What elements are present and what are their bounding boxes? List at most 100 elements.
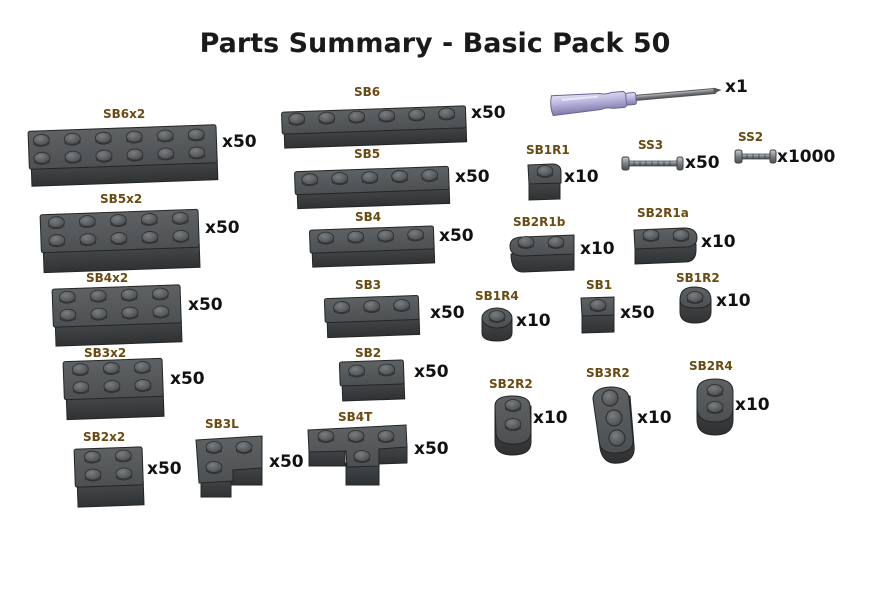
part-sb5: SB5 x50 (294, 147, 490, 210)
sb1r2-quantity: x10 (716, 291, 751, 311)
sb4-code: SB4 (355, 210, 381, 224)
sb5x2-stud-8 (110, 232, 128, 245)
part-sb1: SB1 x50 (580, 278, 655, 334)
sb6x2-stud-7 (33, 151, 51, 165)
sb3l-studs-lower (205, 461, 223, 474)
sb3-stud-3 (393, 299, 411, 312)
sb6x2-code: SB6x2 (103, 107, 145, 121)
ss3-code: SS3 (638, 138, 663, 152)
sb5x2-stud-6 (48, 234, 66, 248)
part-sb6: SB6 x50 (281, 85, 506, 149)
part-ss2: SS2 x1000 (734, 130, 835, 167)
sb5-quantity: x50 (455, 167, 490, 187)
sb3l-stud-1 (205, 441, 223, 454)
sb5-stud-4 (391, 170, 409, 183)
sb1-brick (580, 296, 615, 334)
sb3x2-quantity: x50 (170, 369, 205, 389)
sb2r1b-brick (509, 234, 575, 273)
sb1r1-studs (536, 165, 554, 178)
sb2r1a-studs (642, 229, 690, 242)
sb2r4-studs (706, 384, 724, 414)
part-sb1r2: SB1R2 x10 (676, 271, 751, 324)
sb6x2-stud-11 (157, 147, 175, 161)
sb6-studs (288, 107, 456, 126)
sb1r1-quantity: x10 (564, 167, 599, 187)
sb6-code: SB6 (354, 85, 380, 99)
sb2x2-stud-3 (84, 468, 102, 482)
part-sb2r1b: SB2R1b x10 (509, 215, 615, 273)
part-sb4: SB4 x50 (309, 210, 474, 268)
sb6-stud-1 (288, 112, 306, 126)
sb1r2-code: SB1R2 (676, 271, 720, 285)
sb5-code: SB5 (354, 147, 380, 161)
sb2r1a-stud-1 (642, 229, 660, 242)
sb3r2-code: SB3R2 (586, 366, 630, 380)
sb6-brick (281, 105, 468, 149)
sb2r2-brick (494, 395, 532, 456)
sb3l-quantity: x50 (269, 452, 304, 472)
sb4t-studs-lower (353, 450, 371, 463)
sb1r1-brick (527, 163, 562, 201)
sb3r2-stud-1 (601, 389, 619, 407)
sb1-code: SB1 (586, 278, 612, 292)
sb2-code: SB2 (355, 346, 381, 360)
sb1r2-stud-1 (686, 291, 704, 304)
sb4x2-stud-4 (151, 287, 169, 301)
sb5-brick (294, 165, 451, 210)
sb1r4-quantity: x10 (516, 311, 551, 331)
sb5x2-stud-10 (172, 229, 190, 243)
sb5-studs (301, 169, 439, 187)
sb4x2-stud-8 (152, 305, 170, 319)
sb1r4-code: SB1R4 (475, 289, 519, 303)
sb4x2-stud-3 (120, 288, 138, 302)
sb3x2-code: SB3x2 (84, 346, 126, 360)
sb3x2-studs (71, 361, 152, 395)
sb2-studs (348, 363, 396, 378)
sb5x2-stud-3 (109, 214, 127, 227)
sb5x2-stud-4 (140, 213, 158, 226)
sb4t-brick (307, 424, 408, 486)
sb3l-studs (205, 441, 253, 454)
part-sb5x2: SB5x2 x50 (39, 192, 240, 274)
sb6x2-stud-2 (63, 132, 81, 146)
sb4-stud-2 (347, 230, 365, 244)
sb4t-stud-2 (347, 430, 365, 443)
sb5x2-stud-5 (171, 211, 189, 225)
part-sb3: SB3 x50 (323, 278, 465, 339)
sb2r2-studs (504, 399, 522, 431)
sb1r4-stud-1 (488, 310, 506, 323)
sb4t-stud-l1 (353, 450, 371, 463)
sb3x2-stud-3 (133, 361, 151, 374)
sb3-quantity: x50 (430, 303, 465, 323)
sb6-stud-5 (408, 108, 426, 122)
sb5x2-stud-1 (47, 216, 65, 230)
sb4t-studs (317, 430, 395, 443)
sb2x2-stud-1 (83, 450, 101, 464)
sb5x2-code: SB5x2 (100, 192, 142, 206)
sb3r2-quantity: x10 (637, 408, 672, 428)
sb4-brick (309, 225, 436, 268)
part-sb1r1: SB1R1 x10 (526, 143, 599, 201)
sb6x2-stud-10 (126, 148, 144, 162)
sb6-stud-4 (378, 109, 396, 123)
sb6x2-stud-12 (188, 146, 206, 160)
part-sb2: SB2 x50 (338, 346, 449, 402)
sb4t-stud-3 (377, 430, 395, 443)
ss3-screw-icon (621, 156, 684, 171)
sb1r2-studs (686, 291, 704, 304)
sb4t-stud-1 (317, 430, 335, 443)
sb6x2-stud-1 (32, 133, 50, 147)
sb3x2-stud-5 (103, 380, 121, 393)
sb2x2-studs (83, 449, 133, 482)
sb2r1a-stud-2 (672, 229, 690, 242)
part-sb2r1a: SB2R1a x10 (633, 206, 736, 265)
sb2r4-brick (696, 378, 734, 436)
sb2r4-code: SB2R4 (689, 359, 733, 373)
sb4x2-code: SB4x2 (86, 271, 128, 285)
sb5x2-stud-2 (78, 215, 96, 229)
sb3l-code: SB3L (205, 417, 239, 431)
sb4-stud-4 (407, 228, 425, 242)
sb1r1-stud-1 (536, 165, 554, 178)
sb3l-stud-l1 (205, 461, 223, 474)
